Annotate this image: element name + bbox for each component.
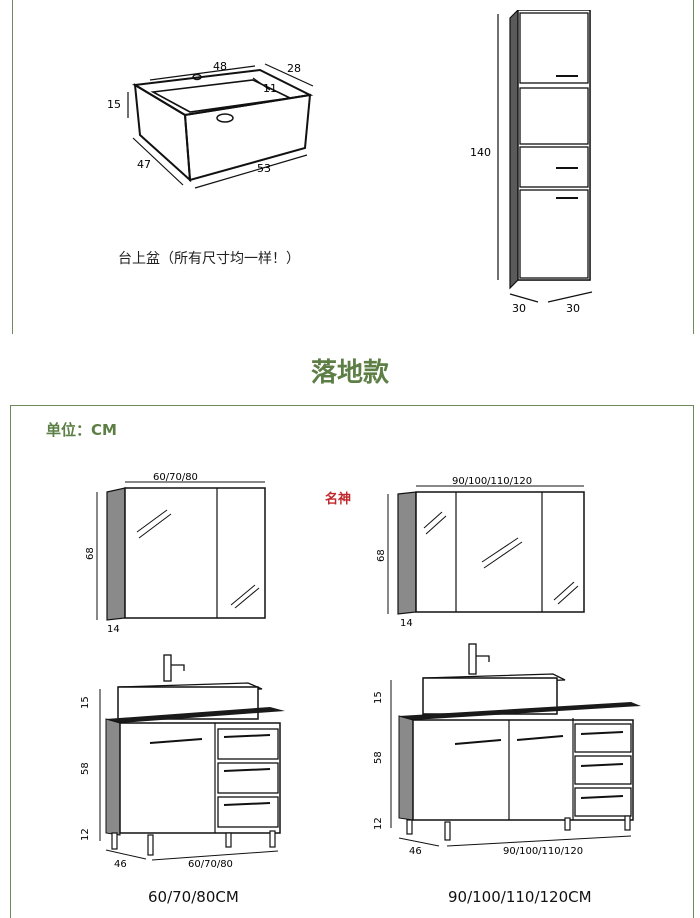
bottom-panel [10,405,694,918]
cabinet-height-label: 140 [470,146,491,159]
mirror-left-drawing: 60/70/80 68 14 [85,472,266,635]
tall-cabinet-drawing: 140 30 30 [470,10,593,315]
cabinet-right-leg-h-label: 12 [373,817,384,830]
cabinet-left-drawing: 15 58 12 46 60/70/80 [80,654,285,870]
cabinet-depth-label: 30 [566,302,580,315]
cabinet-left-basin-h-label: 15 [80,696,91,709]
mirror-left-width-label: 60/70/80 [153,472,198,483]
top-panel [12,0,694,334]
cabinet-width-label: 30 [512,302,526,315]
cabinet-left-caption: 60/70/80CM [148,888,239,906]
basin-height-label: 15 [107,98,121,111]
faucet-icon [468,643,477,675]
cabinet-left-width-label: 60/70/80 [188,859,233,870]
watermark-logo: 名神 [325,492,352,507]
cabinet-left-body-h-label: 58 [80,762,91,775]
cabinet-right-caption: 90/100/110/120CM [448,888,592,906]
cabinet-right-width-label: 90/100/110/120 [503,846,583,857]
mirror-right-drawing: 90/100/110/120 68 14 [376,476,585,629]
cabinet-left-leg-h-label: 12 [80,828,91,841]
faucet-icon [163,654,172,682]
mirror-right-height-label: 68 [376,549,387,562]
basin-base-label: 53 [257,162,271,175]
basin-length-label: 48 [213,60,227,73]
section-title: 落地款 [310,358,389,388]
mirror-right-width-label: 90/100/110/120 [452,476,532,487]
unit-label: 单位：CM [46,421,117,439]
mirror-left-height-label: 68 [85,547,96,560]
cabinet-right-basin-h-label: 15 [373,691,384,704]
cabinet-left-depth-label: 46 [114,859,127,870]
faucet-hole-icon [192,73,202,81]
drain-icon [216,113,234,123]
mirror-right-depth-label: 14 [400,618,413,629]
cabinet-right-drawing: 15 58 12 46 90/100/110/120 [373,643,641,857]
basin-drawing: 48 28 11 15 47 53 [107,60,314,189]
basin-depth-label: 28 [287,62,301,75]
mirror-left-depth-label: 14 [107,624,120,635]
basin-side-label: 47 [137,158,151,171]
basin-inner-label: 11 [263,82,277,95]
cabinet-right-body-h-label: 58 [373,751,384,764]
basin-caption: 台上盆（所有尺寸均一样！） [118,251,300,267]
cabinet-right-depth-label: 46 [409,846,422,857]
